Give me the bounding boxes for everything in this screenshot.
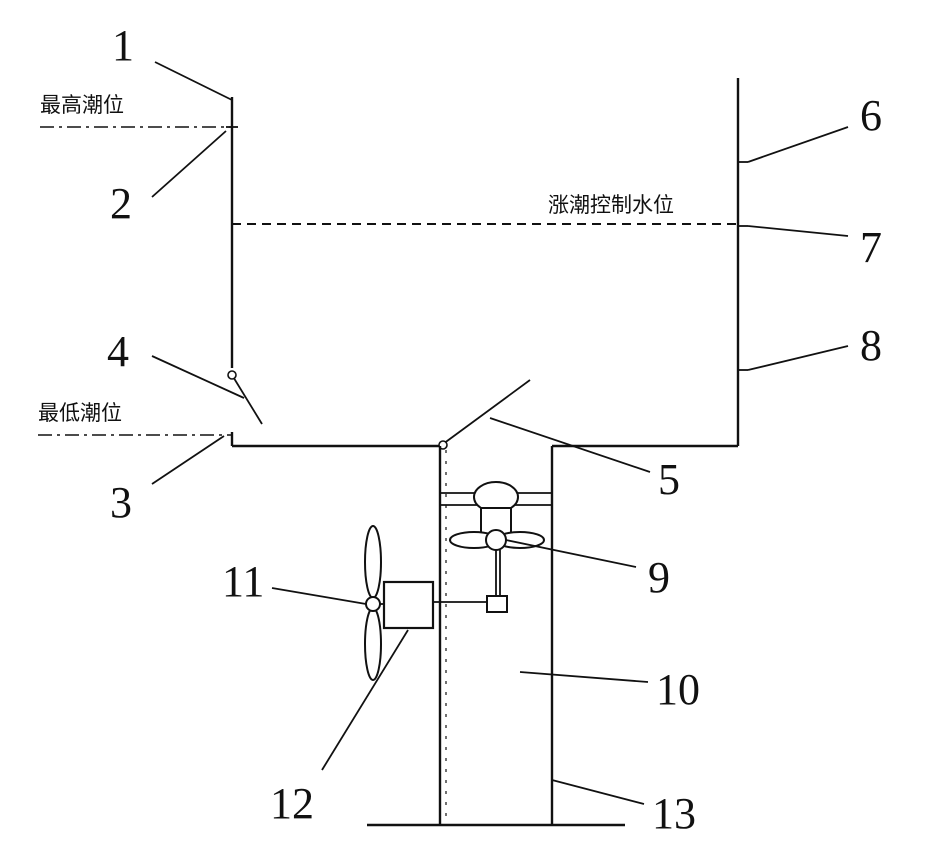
leader-8 (748, 346, 848, 370)
label-9: 9 (648, 553, 670, 602)
generator-12 (384, 582, 433, 628)
label-3: 3 (110, 478, 132, 527)
flood-control-level-label: 涨潮控制水位 (548, 193, 674, 217)
flap-gate-5 (443, 380, 530, 444)
leader-10 (520, 672, 648, 682)
label-8: 8 (860, 321, 882, 370)
label-2: 2 (110, 179, 132, 228)
leader-11 (272, 588, 366, 604)
leader-1 (155, 62, 232, 100)
gate-4-hinge (228, 371, 236, 379)
lowest-tide-label: 最低潮位 (38, 401, 122, 425)
label-6: 6 (860, 91, 882, 140)
label-7: 7 (860, 223, 882, 272)
label-11: 11 (222, 557, 264, 606)
label-13: 13 (652, 789, 696, 838)
leader-2 (152, 131, 226, 197)
highest-tide-label: 最高潮位 (40, 93, 124, 117)
flap-gate-4 (232, 375, 262, 424)
label-5: 5 (658, 455, 680, 504)
leader-9 (506, 540, 636, 567)
leader-7 (748, 226, 848, 236)
label-4: 4 (107, 327, 129, 376)
propeller-hub (366, 597, 380, 611)
leader-13 (552, 780, 644, 804)
leader-3 (152, 436, 224, 484)
propeller-blade-top (365, 526, 381, 598)
propeller-blade-bottom (365, 608, 381, 680)
label-1: 1 (112, 21, 134, 70)
leader-6 (748, 127, 848, 162)
gear-box (487, 596, 507, 612)
turbine-center (486, 530, 506, 550)
label-10: 10 (656, 665, 700, 714)
label-12: 12 (270, 779, 314, 828)
